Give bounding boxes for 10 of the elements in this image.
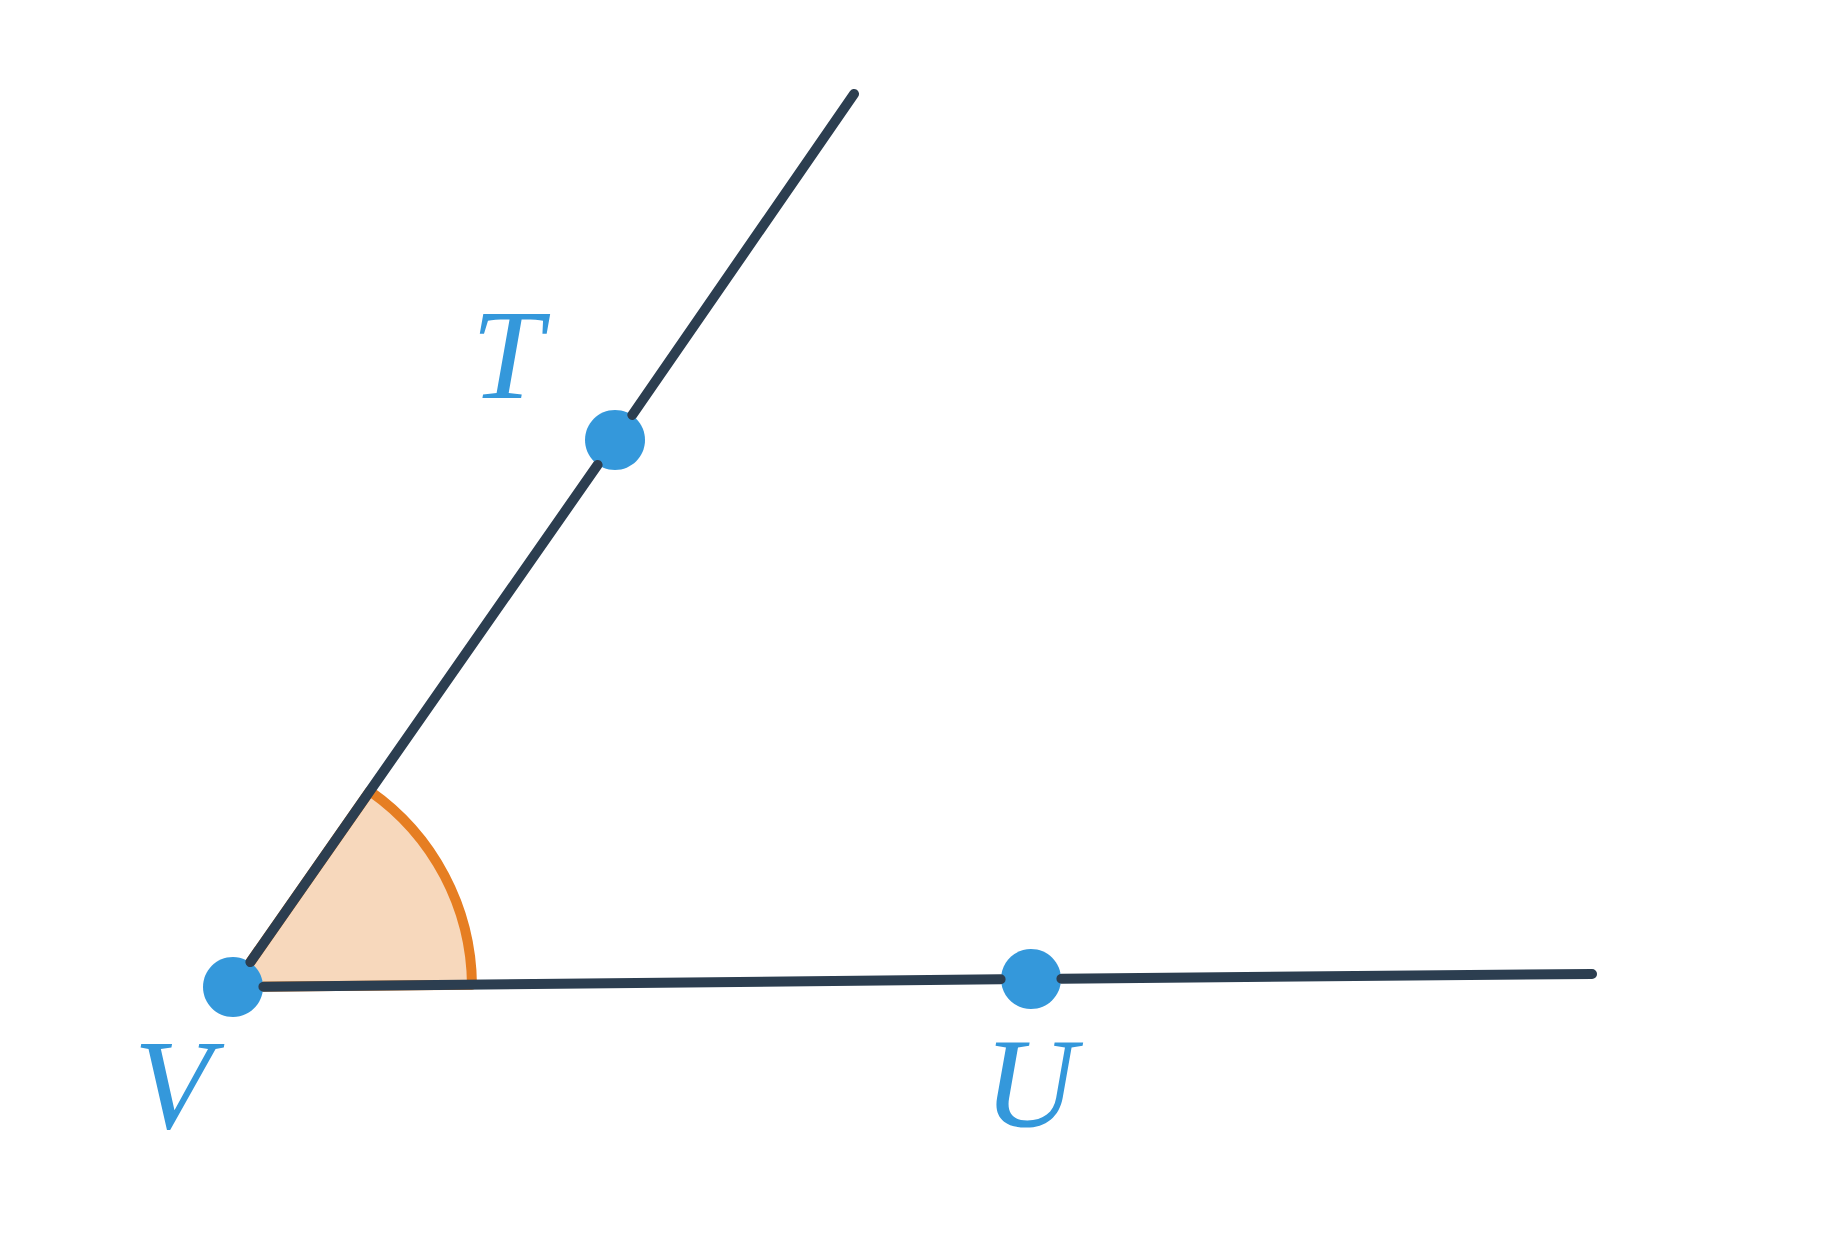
- point-label: T: [479, 314, 551, 398]
- line: [245, 459, 603, 968]
- point-label: V: [140, 1044, 225, 1130]
- point: [585, 410, 645, 470]
- point-label: U: [995, 1042, 1084, 1128]
- point: [1001, 949, 1061, 1009]
- line: [627, 89, 859, 420]
- line: [1056, 969, 1597, 984]
- line: [258, 974, 1006, 992]
- point: [203, 957, 263, 1017]
